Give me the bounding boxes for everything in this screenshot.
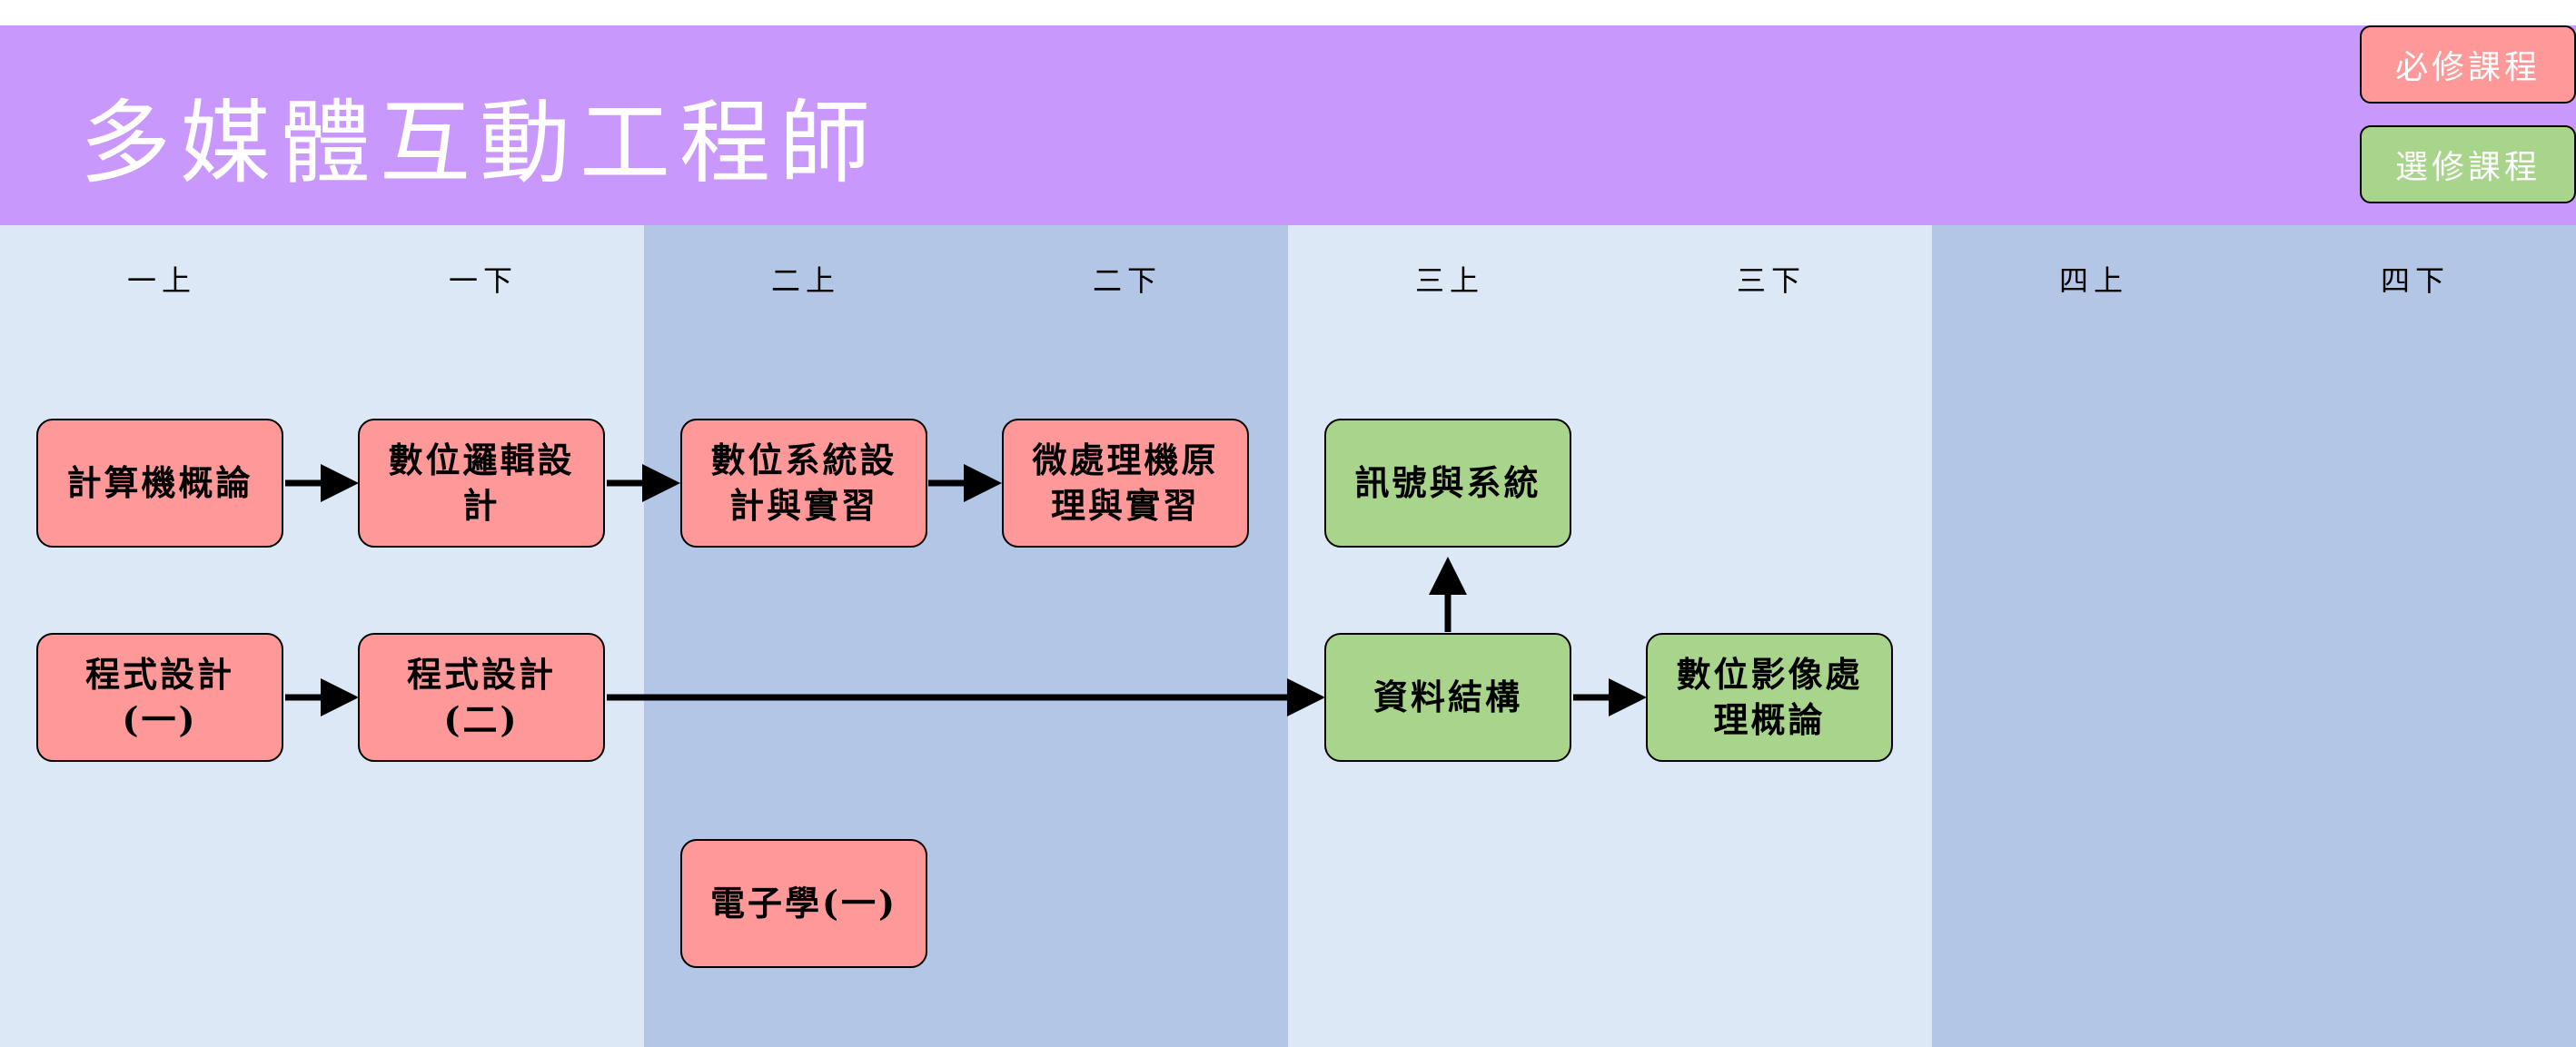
course-programming-2: 程式設計(二): [358, 633, 605, 762]
semester-label-2-1: 二上: [770, 263, 840, 298]
course-signals-systems: 訊號與系統: [1324, 419, 1571, 548]
header-banner: 多媒體互動工程師: [0, 25, 2576, 225]
semester-label-2-2: 二下: [1092, 263, 1162, 298]
course-intro-computer: 計算機概論: [36, 419, 283, 548]
semester-label-4-1: 四上: [2058, 263, 2128, 298]
semester-label-3-2: 三下: [1736, 263, 1806, 298]
course-microprocessor: 微處理機原理與實習: [1002, 419, 1249, 548]
semester-label-3-1: 三上: [1414, 263, 1484, 298]
course-digital-logic: 數位邏輯設計: [358, 419, 605, 548]
semester-label-1-1: 一上: [126, 263, 196, 298]
semester-label-1-2: 一下: [448, 263, 518, 298]
legend-required: 必修課程: [2360, 25, 2576, 104]
course-programming-1: 程式設計(一): [36, 633, 283, 762]
legend-elective: 選修課程: [2360, 125, 2576, 203]
course-data-structures: 資料結構: [1324, 633, 1571, 762]
course-digital-system: 數位系統設計與實習: [680, 419, 927, 548]
course-image-processing: 數位影像處理概論: [1646, 633, 1893, 762]
year4-column: [1932, 225, 2576, 1047]
course-electronics-1: 電子學(一): [680, 839, 927, 968]
page-title: 多媒體互動工程師: [80, 90, 879, 196]
semester-label-4-2: 四下: [2380, 263, 2450, 298]
